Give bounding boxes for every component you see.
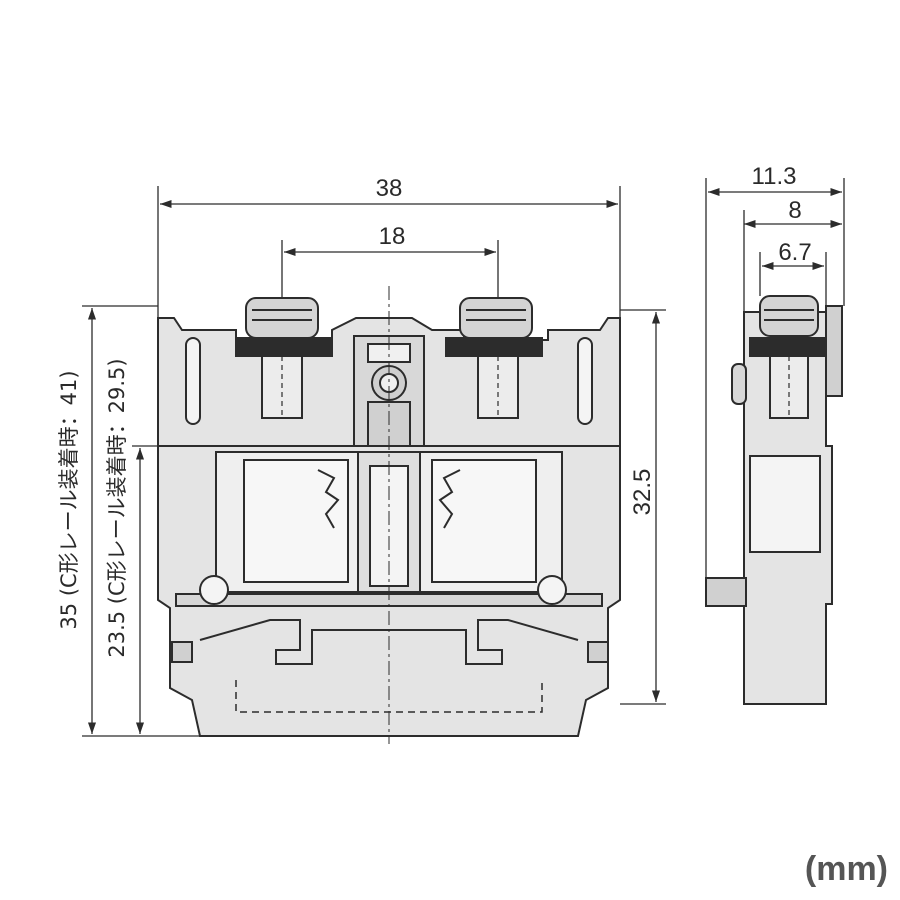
dim-overall-width: 38 xyxy=(376,175,403,202)
dim-side-width: 11.3 xyxy=(752,163,797,190)
unit-label: (mm) xyxy=(805,850,888,888)
dim-height-right: 32.5 xyxy=(629,469,656,516)
dim-screw-pitch: 18 xyxy=(379,223,406,250)
right-screw-assembly xyxy=(445,297,543,419)
side-view xyxy=(705,295,843,705)
dim-height-base: 23.5 (C形レール装着時：29.5) xyxy=(105,358,129,657)
dim-side-width-3: 6.7 xyxy=(778,239,811,266)
dim-height-total: 35 (C形レール装着時：41) xyxy=(57,370,81,629)
dim-side-width-2: 8 xyxy=(788,197,801,224)
left-screw-assembly xyxy=(235,297,333,419)
